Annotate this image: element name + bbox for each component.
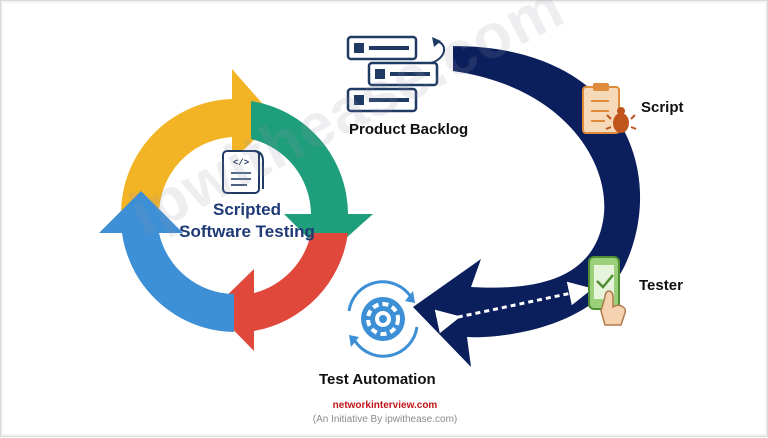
footer-initiative: (An Initiative By ipwithease.com) <box>312 414 458 425</box>
footer-site: networkinterview.com <box>332 400 438 411</box>
product-backlog-label: Product Backlog <box>349 121 469 138</box>
cycle-ring <box>99 69 373 351</box>
gear-cycle-icon <box>347 280 419 358</box>
cycle-segment-red <box>213 233 348 351</box>
dotted-double-arrow <box>434 281 593 334</box>
document-code-icon: </> <box>222 150 264 194</box>
clipboard-bug-icon <box>582 83 637 134</box>
cycle-segment-yellow <box>120 69 277 216</box>
center-title: Scripted Software Testing <box>147 199 347 243</box>
test-automation-label: Test Automation <box>319 371 436 388</box>
list-icon <box>346 35 446 113</box>
script-label: Script <box>641 99 684 116</box>
center-title-line1: Scripted <box>212 200 282 219</box>
svg-text:</>: </> <box>233 158 249 168</box>
cycle-segment-green <box>251 101 373 256</box>
cycle-segment-blue <box>99 191 234 332</box>
center-title-line2: Software Testing <box>179 222 315 241</box>
tester-label: Tester <box>639 277 683 294</box>
mobile-tap-icon <box>588 256 627 326</box>
